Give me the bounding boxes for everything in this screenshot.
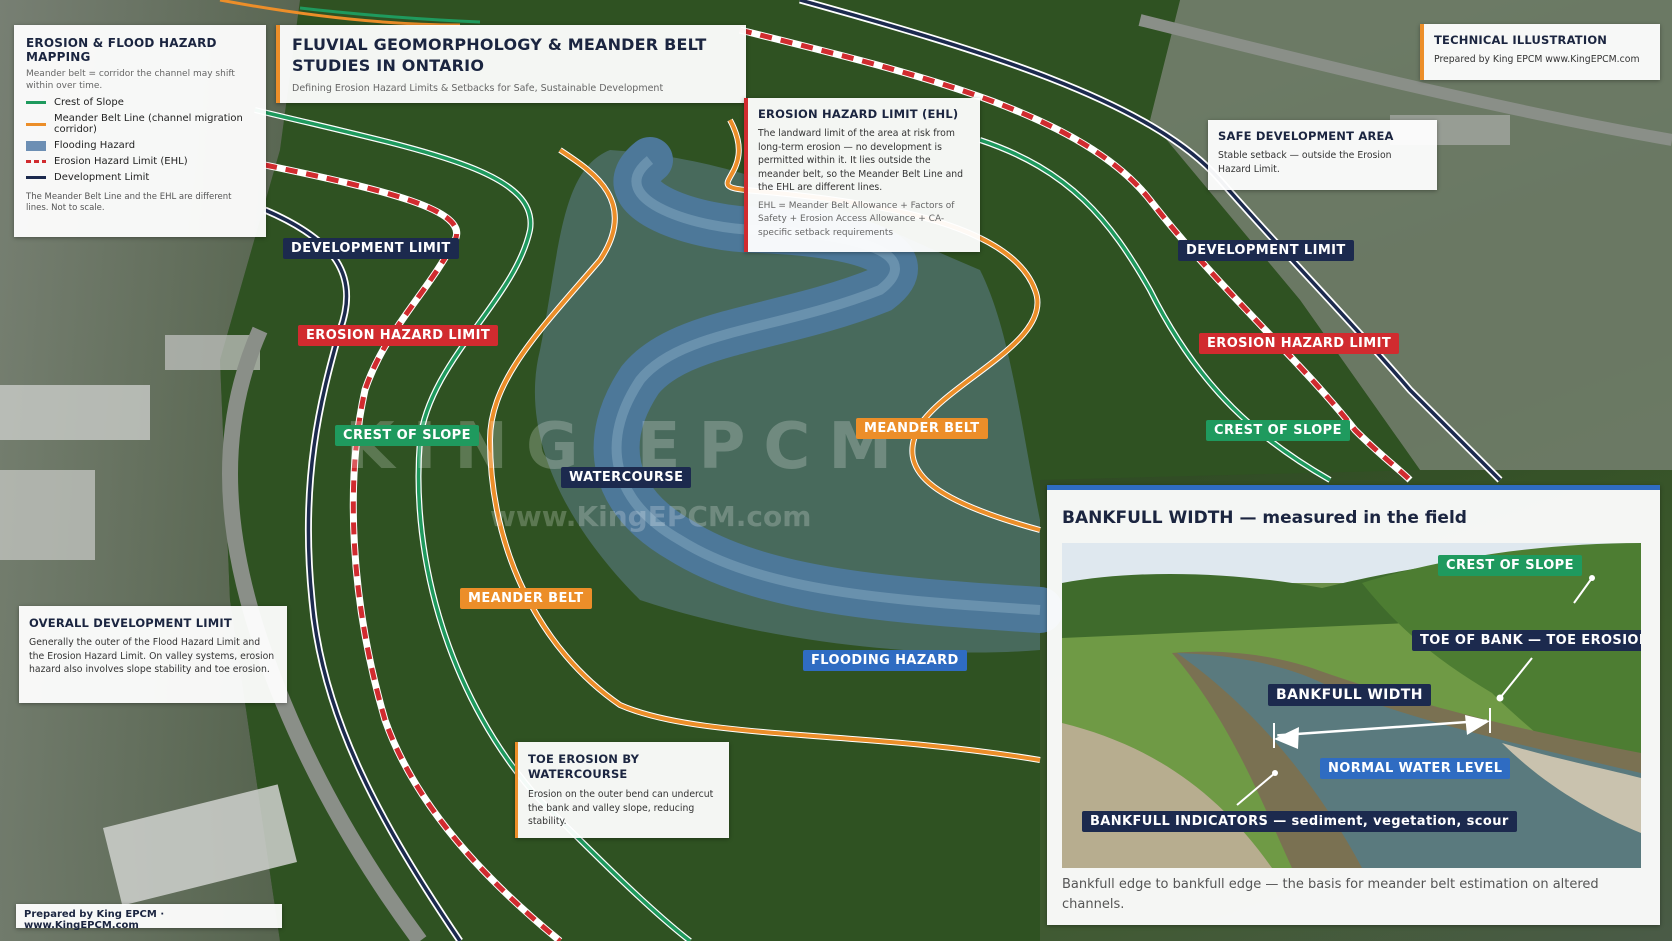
- legend-item: Crest of Slope: [26, 97, 254, 108]
- ehl-box-body: The landward limit of the area at risk f…: [758, 128, 964, 193]
- legend-item-label: Meander Belt Line (channel migration cor…: [54, 113, 243, 135]
- legend-item: Flooding Hazard: [26, 140, 254, 151]
- inset-tag-normal-water-level: NORMAL WATER LEVEL: [1320, 758, 1511, 779]
- legend-note: Meander belt = corridor the channel may …: [26, 69, 235, 91]
- toe-body: Erosion on the outer bend can undercut t…: [528, 789, 714, 827]
- tech-illustration-box: TECHNICAL ILLUSTRATION Prepared by King …: [1420, 24, 1660, 80]
- inset-tag-bankfull-indicators: BANKFULL INDICATORS — sediment, vegetati…: [1082, 811, 1517, 832]
- legend-item-label: Development Limit: [54, 172, 150, 183]
- legend-swatch: [26, 176, 46, 179]
- legend-swatch: [26, 140, 46, 151]
- bankfull-photo: CREST OF SLOPE TOE OF BANK — TOE EROSION…: [1062, 543, 1641, 868]
- tag-erosion-hazard-limit-left: EROSION HAZARD LIMIT: [298, 325, 499, 346]
- ehl-info-box: EROSION HAZARD LIMIT (EHL) The landward …: [744, 98, 980, 252]
- legend-item: Meander Belt Line (channel migration cor…: [26, 113, 254, 135]
- tag-watercourse: WATERCOURSE: [561, 467, 692, 488]
- tag-meander-belt-left: MEANDER BELT: [460, 588, 592, 609]
- safe-development-box: SAFE DEVELOPMENT AREA Stable setback — o…: [1208, 120, 1437, 190]
- tag-erosion-hazard-limit-right: EROSION HAZARD LIMIT: [1199, 333, 1400, 354]
- development-limit-right-line: [799, 0, 1503, 483]
- legend-panel: EROSION & FLOOD HAZARD MAPPING Meander b…: [14, 25, 266, 237]
- tag-flooding-hazard: FLOODING HAZARD: [803, 650, 967, 671]
- ehl-box-title: EROSION HAZARD LIMIT (EHL): [758, 107, 959, 121]
- forest-valley: [220, 0, 1420, 941]
- tag-development-limit-right: DEVELOPMENT LIMIT: [1178, 240, 1354, 261]
- page-title: FLUVIAL GEOMORPHOLOGY & MEANDER BELT STU…: [292, 35, 707, 75]
- tag-crest-of-slope-right: CREST OF SLOPE: [1206, 420, 1350, 441]
- bankfull-inset-panel: BANKFULL WIDTH — measured in the field: [1047, 485, 1660, 925]
- legend-swatch: [26, 101, 46, 104]
- inset-tag-toe-of-bank: TOE OF BANK — TOE EROSION: [1412, 630, 1641, 651]
- legend-swatch: [26, 122, 46, 126]
- toe-title: TOE EROSION BY WATERCOURSE: [528, 752, 640, 781]
- legend-footnote: The Meander Belt Line and the EHL are di…: [26, 192, 232, 213]
- tag-meander-belt-center: MEANDER BELT: [856, 418, 988, 439]
- toe-erosion-box: TOE EROSION BY WATERCOURSE Erosion on th…: [515, 742, 729, 838]
- inset-tag-crest-of-slope: CREST OF SLOPE: [1438, 555, 1582, 576]
- erosion-hazard-limit-right-line: [739, 26, 1413, 483]
- bankfull-title: BANKFULL WIDTH — measured in the field: [1062, 508, 1467, 528]
- safe-title: SAFE DEVELOPMENT AREA: [1218, 129, 1394, 143]
- watermark-url: www.KingEPCM.com: [490, 500, 812, 533]
- legend-item-label: Crest of Slope: [54, 97, 124, 108]
- overall-title: OVERALL DEVELOPMENT LIMIT: [29, 616, 232, 630]
- legend-item-label: Erosion Hazard Limit (EHL): [54, 156, 188, 167]
- bankfull-annotations: [1236, 575, 1595, 806]
- overall-body: Generally the outer of the Flood Hazard …: [29, 637, 275, 675]
- tag-crest-of-slope-left: CREST OF SLOPE: [335, 425, 479, 446]
- bankfull-caption: Bankfull edge to bankfull edge — the bas…: [1062, 877, 1599, 912]
- development-limit-left-line: [263, 206, 463, 941]
- meander-belt-left-line: [486, 147, 1041, 763]
- meander-belt-right-line: [724, 118, 1041, 533]
- tag-development-limit-left: DEVELOPMENT LIMIT: [283, 238, 459, 259]
- footer-credit: Prepared by King EPCM · www.KingEPCM.com: [16, 904, 282, 931]
- legend-item-label: Flooding Hazard: [54, 140, 136, 151]
- legend-item: Erosion Hazard Limit (EHL): [26, 156, 254, 167]
- header-panel: FLUVIAL GEOMORPHOLOGY & MEANDER BELT STU…: [276, 25, 746, 103]
- inset-tag-bankfull-width: BANKFULL WIDTH: [1268, 684, 1431, 706]
- tech-prepared: Prepared by King EPCM www.KingEPCM.com: [1434, 54, 1640, 65]
- safe-body: Stable setback — outside the Erosion Haz…: [1218, 150, 1392, 175]
- page-subtitle: Defining Erosion Hazard Limits & Setback…: [292, 83, 664, 94]
- legend-title: EROSION & FLOOD HAZARD MAPPING: [26, 36, 217, 64]
- ehl-formula: EHL = Meander Belt Allowance + Factors o…: [758, 200, 955, 238]
- legend-swatch: [26, 160, 46, 163]
- overall-development-box: OVERALL DEVELOPMENT LIMIT Generally the …: [19, 606, 287, 703]
- tech-title: TECHNICAL ILLUSTRATION: [1434, 33, 1608, 47]
- legend-item: Development Limit: [26, 172, 254, 183]
